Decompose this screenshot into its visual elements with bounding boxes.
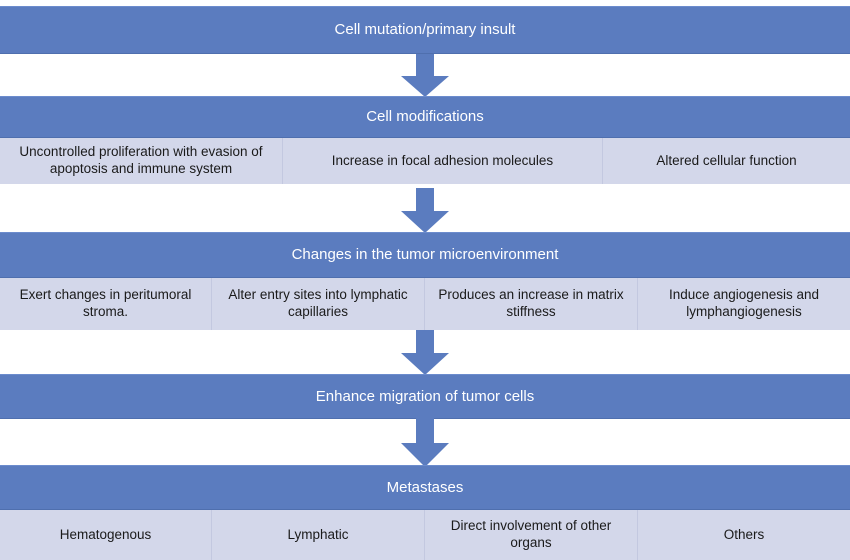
sub-item-label: Uncontrolled proliferation with evasion … [19, 144, 263, 176]
sub-row-tumor-microenvironment: Exert changes in peritumoral stroma. Alt… [0, 278, 850, 330]
sub-item: Lymphatic [212, 510, 425, 560]
stage-header-tumor-microenvironment: Changes in the tumor microenvironment [0, 232, 850, 278]
stage-header-enhance-migration: Enhance migration of tumor cells [0, 374, 850, 419]
stage-enhance-migration: Enhance migration of tumor cells [0, 374, 850, 419]
sub-item: Alter entry sites into lymphatic capilla… [212, 278, 425, 330]
sub-item: Altered cellular function [603, 138, 850, 184]
arrow-down-2 [397, 188, 453, 234]
sub-row-metastases: Hematogenous Lymphatic Direct involvemen… [0, 510, 850, 560]
stage-cell-mutation: Cell mutation/primary insult [0, 6, 850, 54]
sub-item-label: Others [723, 526, 765, 542]
sub-item-label: Produces an increase in matrix stiffness [438, 287, 624, 319]
sub-item-label: Hematogenous [59, 526, 152, 542]
stage-cell-modifications: Cell modifications Uncontrolled prolifer… [0, 96, 850, 184]
sub-item-label: Altered cellular function [656, 152, 797, 168]
sub-item: Produces an increase in matrix stiffness [425, 278, 638, 330]
arrow-down-3 [397, 330, 453, 376]
sub-item: Induce angiogenesis and lymphangiogenesi… [638, 278, 850, 330]
stage-tumor-microenvironment: Changes in the tumor microenvironment Ex… [0, 232, 850, 330]
sub-item-label: Alter entry sites into lymphatic capilla… [228, 287, 408, 319]
sub-row-cell-modifications: Uncontrolled proliferation with evasion … [0, 138, 850, 184]
sub-item: Others [638, 510, 850, 560]
sub-item: Uncontrolled proliferation with evasion … [0, 138, 283, 184]
sub-item: Exert changes in peritumoral stroma. [0, 278, 212, 330]
arrow-down-4 [397, 418, 453, 468]
stage-metastases: Metastases Hematogenous Lymphatic Direct… [0, 465, 850, 560]
sub-item: Increase in focal adhesion molecules [283, 138, 603, 184]
stage-header-cell-mutation: Cell mutation/primary insult [0, 6, 850, 54]
sub-item-label: Direct involvement of other organs [450, 518, 612, 550]
sub-item: Direct involvement of other organs [425, 510, 638, 560]
sub-item-label: Exert changes in peritumoral stroma. [19, 287, 192, 319]
sub-item-label: Lymphatic [287, 526, 349, 542]
stage-header-metastases: Metastases [0, 465, 850, 510]
stage-header-cell-modifications: Cell modifications [0, 96, 850, 138]
sub-item-label: Induce angiogenesis and lymphangiogenesi… [668, 287, 820, 319]
sub-item-label: Increase in focal adhesion molecules [331, 152, 554, 168]
sub-item: Hematogenous [0, 510, 212, 560]
arrow-down-1 [397, 54, 453, 98]
